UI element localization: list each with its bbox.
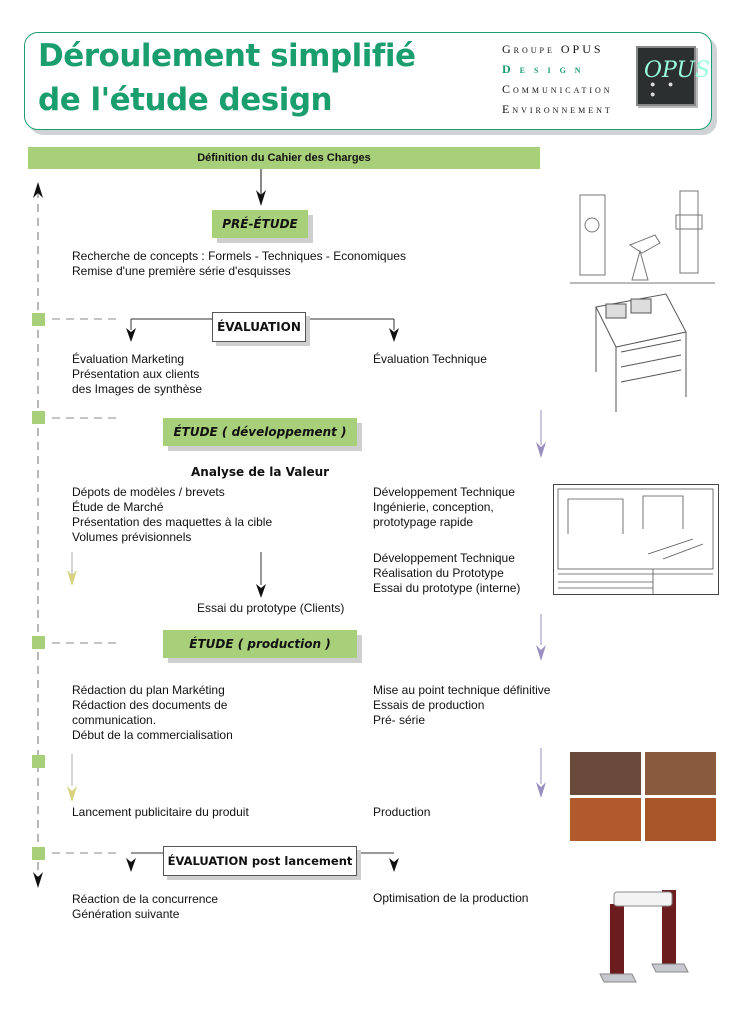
final-product-render-image [599, 890, 689, 983]
evaluation-left-line: Évaluation Marketing [72, 352, 185, 366]
header-panel [24, 32, 712, 130]
brand-line-3: Communication [502, 82, 613, 96]
title-line-2: de l'étude design [38, 82, 333, 118]
brand-line-2: Design [502, 62, 590, 76]
dev-right-line: Ingénierie, conception, [373, 500, 494, 514]
cahier-des-charges-bar: Définition du Cahier des Charges [28, 147, 540, 169]
stage-marker-production [32, 636, 45, 649]
evaluation-left-line: des Images de synthèse [72, 382, 203, 396]
logo-text: OPUS [644, 58, 711, 83]
production-photo-4 [645, 798, 716, 841]
dev-left-line: Présentation des maquettes à la cible [72, 515, 273, 529]
prod-left-line: communication. [72, 713, 157, 727]
stage-marker-lancement [32, 755, 45, 768]
dev-right-line: Développement Technique [373, 485, 515, 499]
prod-right-line: Essais de production [373, 698, 485, 712]
brand-line-1: Groupe OPUS [502, 42, 604, 56]
dev-right-line: Développement Technique [373, 551, 515, 565]
post-left-line: Génération suivante [72, 907, 180, 921]
essai-prototype-clients: Essai du prototype (Clients) [197, 601, 345, 615]
evaluation-right-text: Évaluation Technique [373, 352, 487, 366]
production-photo-3 [570, 798, 641, 841]
display-stand-sketch-image [595, 293, 687, 412]
post-left-text: Réaction de la concurrence Génération su… [72, 892, 218, 922]
etude-production-box: ÉTUDE ( production ) [163, 630, 357, 658]
dev-left-line: Dépots de modèles / brevets [72, 485, 225, 499]
dev-right-line: prototypage rapide [373, 515, 474, 529]
stage-marker-post-lancement [32, 847, 45, 860]
evaluation-box: ÉVALUATION [212, 312, 306, 342]
analyse-valeur-heading: Analyse de la Valeur [191, 465, 330, 479]
stage-marker-evaluation [32, 313, 45, 326]
evaluation-left-line: Présentation aux clients [72, 367, 200, 381]
prod-right-line: Pré- série [373, 713, 426, 727]
evaluation-post-lancement-box: ÉVALUATION post lancement [163, 846, 357, 876]
dev-right-line: Essai du prototype (interne) [373, 581, 521, 595]
pre-etude-line: Remise d'une première série d'esquisses [72, 264, 291, 278]
brand-line-4: Environnement [502, 102, 613, 116]
logo-dots-icon: ● ● ● [650, 79, 679, 99]
page-title: Déroulement simplifié de l'étude design [38, 34, 416, 122]
lancement-left-text: Lancement publicitaire du produit [72, 805, 249, 819]
stage-marker-developpement [32, 411, 45, 424]
developpement-left-text: Dépots de modèles / brevets Étude de Mar… [72, 485, 272, 545]
post-left-line: Réaction de la concurrence [72, 892, 219, 906]
pre-etude-box: PRÉ-ÉTUDE [212, 210, 308, 238]
dev-left-line: Étude de Marché [72, 500, 164, 514]
lancement-right-text: Production [373, 805, 431, 819]
technical-drawing-image [553, 484, 719, 595]
developpement-right-text-1: Développement Technique Ingénierie, conc… [373, 485, 515, 530]
production-left-text: Rédaction du plan Markéting Rédaction de… [72, 683, 233, 743]
production-photo-1 [570, 752, 641, 795]
evaluation-left-text: Évaluation Marketing Présentation aux cl… [72, 352, 202, 397]
production-photo-2 [645, 752, 716, 795]
dev-right-line: Réalisation du Prototype [373, 566, 504, 580]
post-right-text: Optimisation de la production [373, 891, 529, 905]
production-right-text: Mise au point technique définitive Essai… [373, 683, 550, 728]
concept-sketch-image [570, 190, 715, 284]
prod-left-line: Début de la commercialisation [72, 728, 233, 742]
prod-left-line: Rédaction du plan Markéting [72, 683, 225, 697]
pre-etude-text: Recherche de concepts : Formels - Techni… [72, 249, 406, 279]
developpement-right-text-2: Développement Technique Réalisation du P… [373, 551, 520, 596]
etude-developpement-box: ÉTUDE ( développement ) [163, 418, 357, 446]
dev-left-line: Volumes prévisionnels [72, 530, 192, 544]
pre-etude-line: Recherche de concepts : Formels - Techni… [72, 249, 406, 263]
prod-left-line: Rédaction des documents de [72, 698, 228, 712]
prod-right-line: Mise au point technique définitive [373, 683, 551, 697]
opus-logo: OPUS ● ● ● [636, 46, 710, 106]
title-line-1: Déroulement simplifié [38, 38, 416, 74]
